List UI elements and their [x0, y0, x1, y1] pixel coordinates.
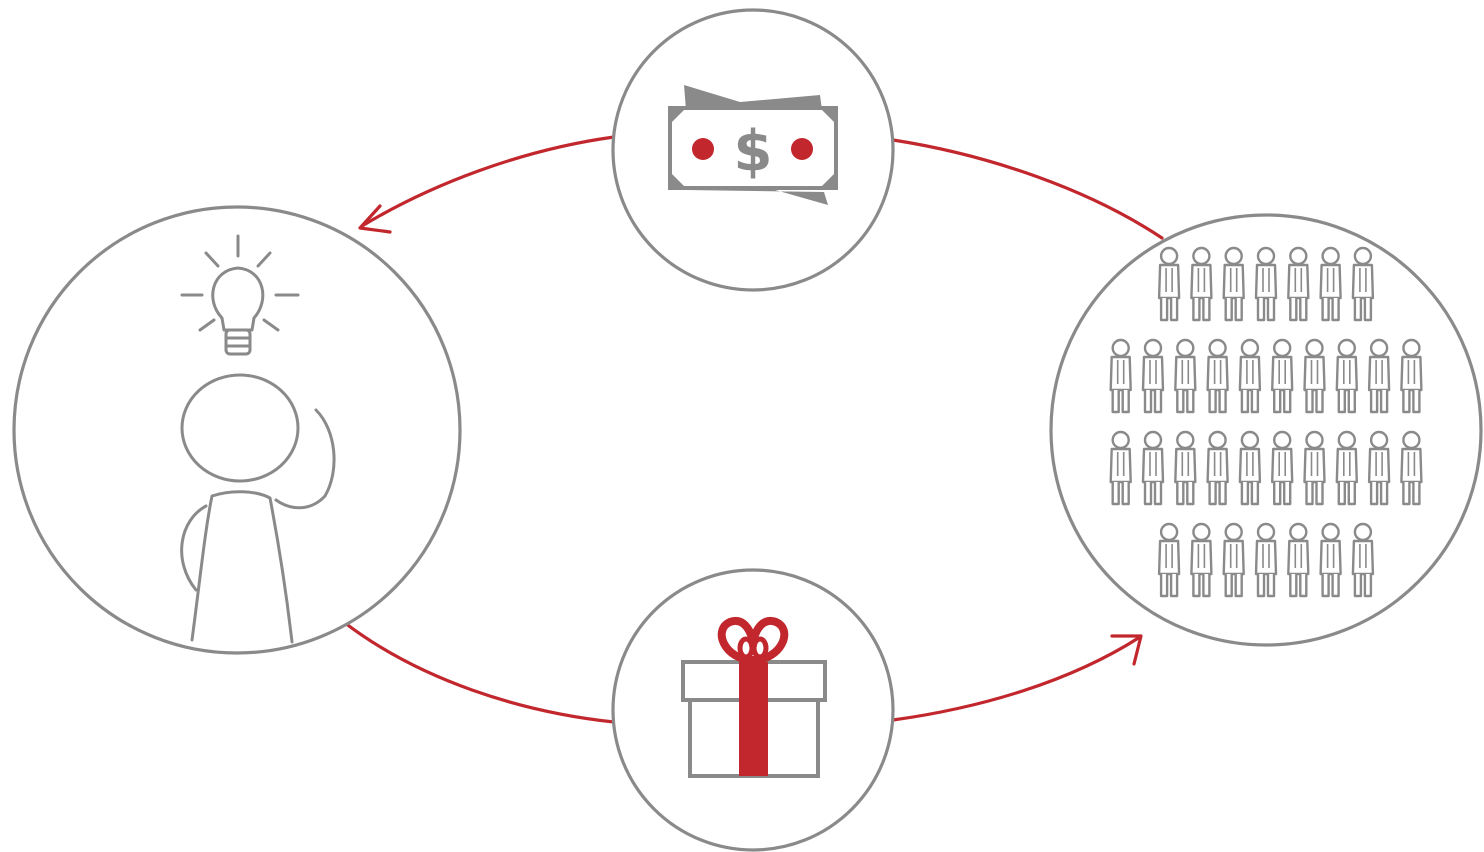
arrow-creator-to-reward	[345, 623, 614, 722]
money-node: $	[613, 10, 893, 290]
bill-right-dot	[791, 138, 813, 160]
arrow-crowd-to-money	[893, 140, 1162, 238]
gift-ribbon	[739, 662, 768, 776]
dollar-symbol: $	[734, 119, 773, 184]
creator-circle	[14, 207, 460, 653]
bill-left-dot	[692, 138, 714, 160]
arrow-money-to-creator	[360, 137, 614, 232]
dollar-bill-icon: $	[670, 85, 836, 205]
arrow-reward-to-crowd	[893, 636, 1141, 720]
reward-node	[613, 570, 893, 850]
creator-node	[14, 207, 460, 653]
crowd-node	[1051, 215, 1481, 645]
